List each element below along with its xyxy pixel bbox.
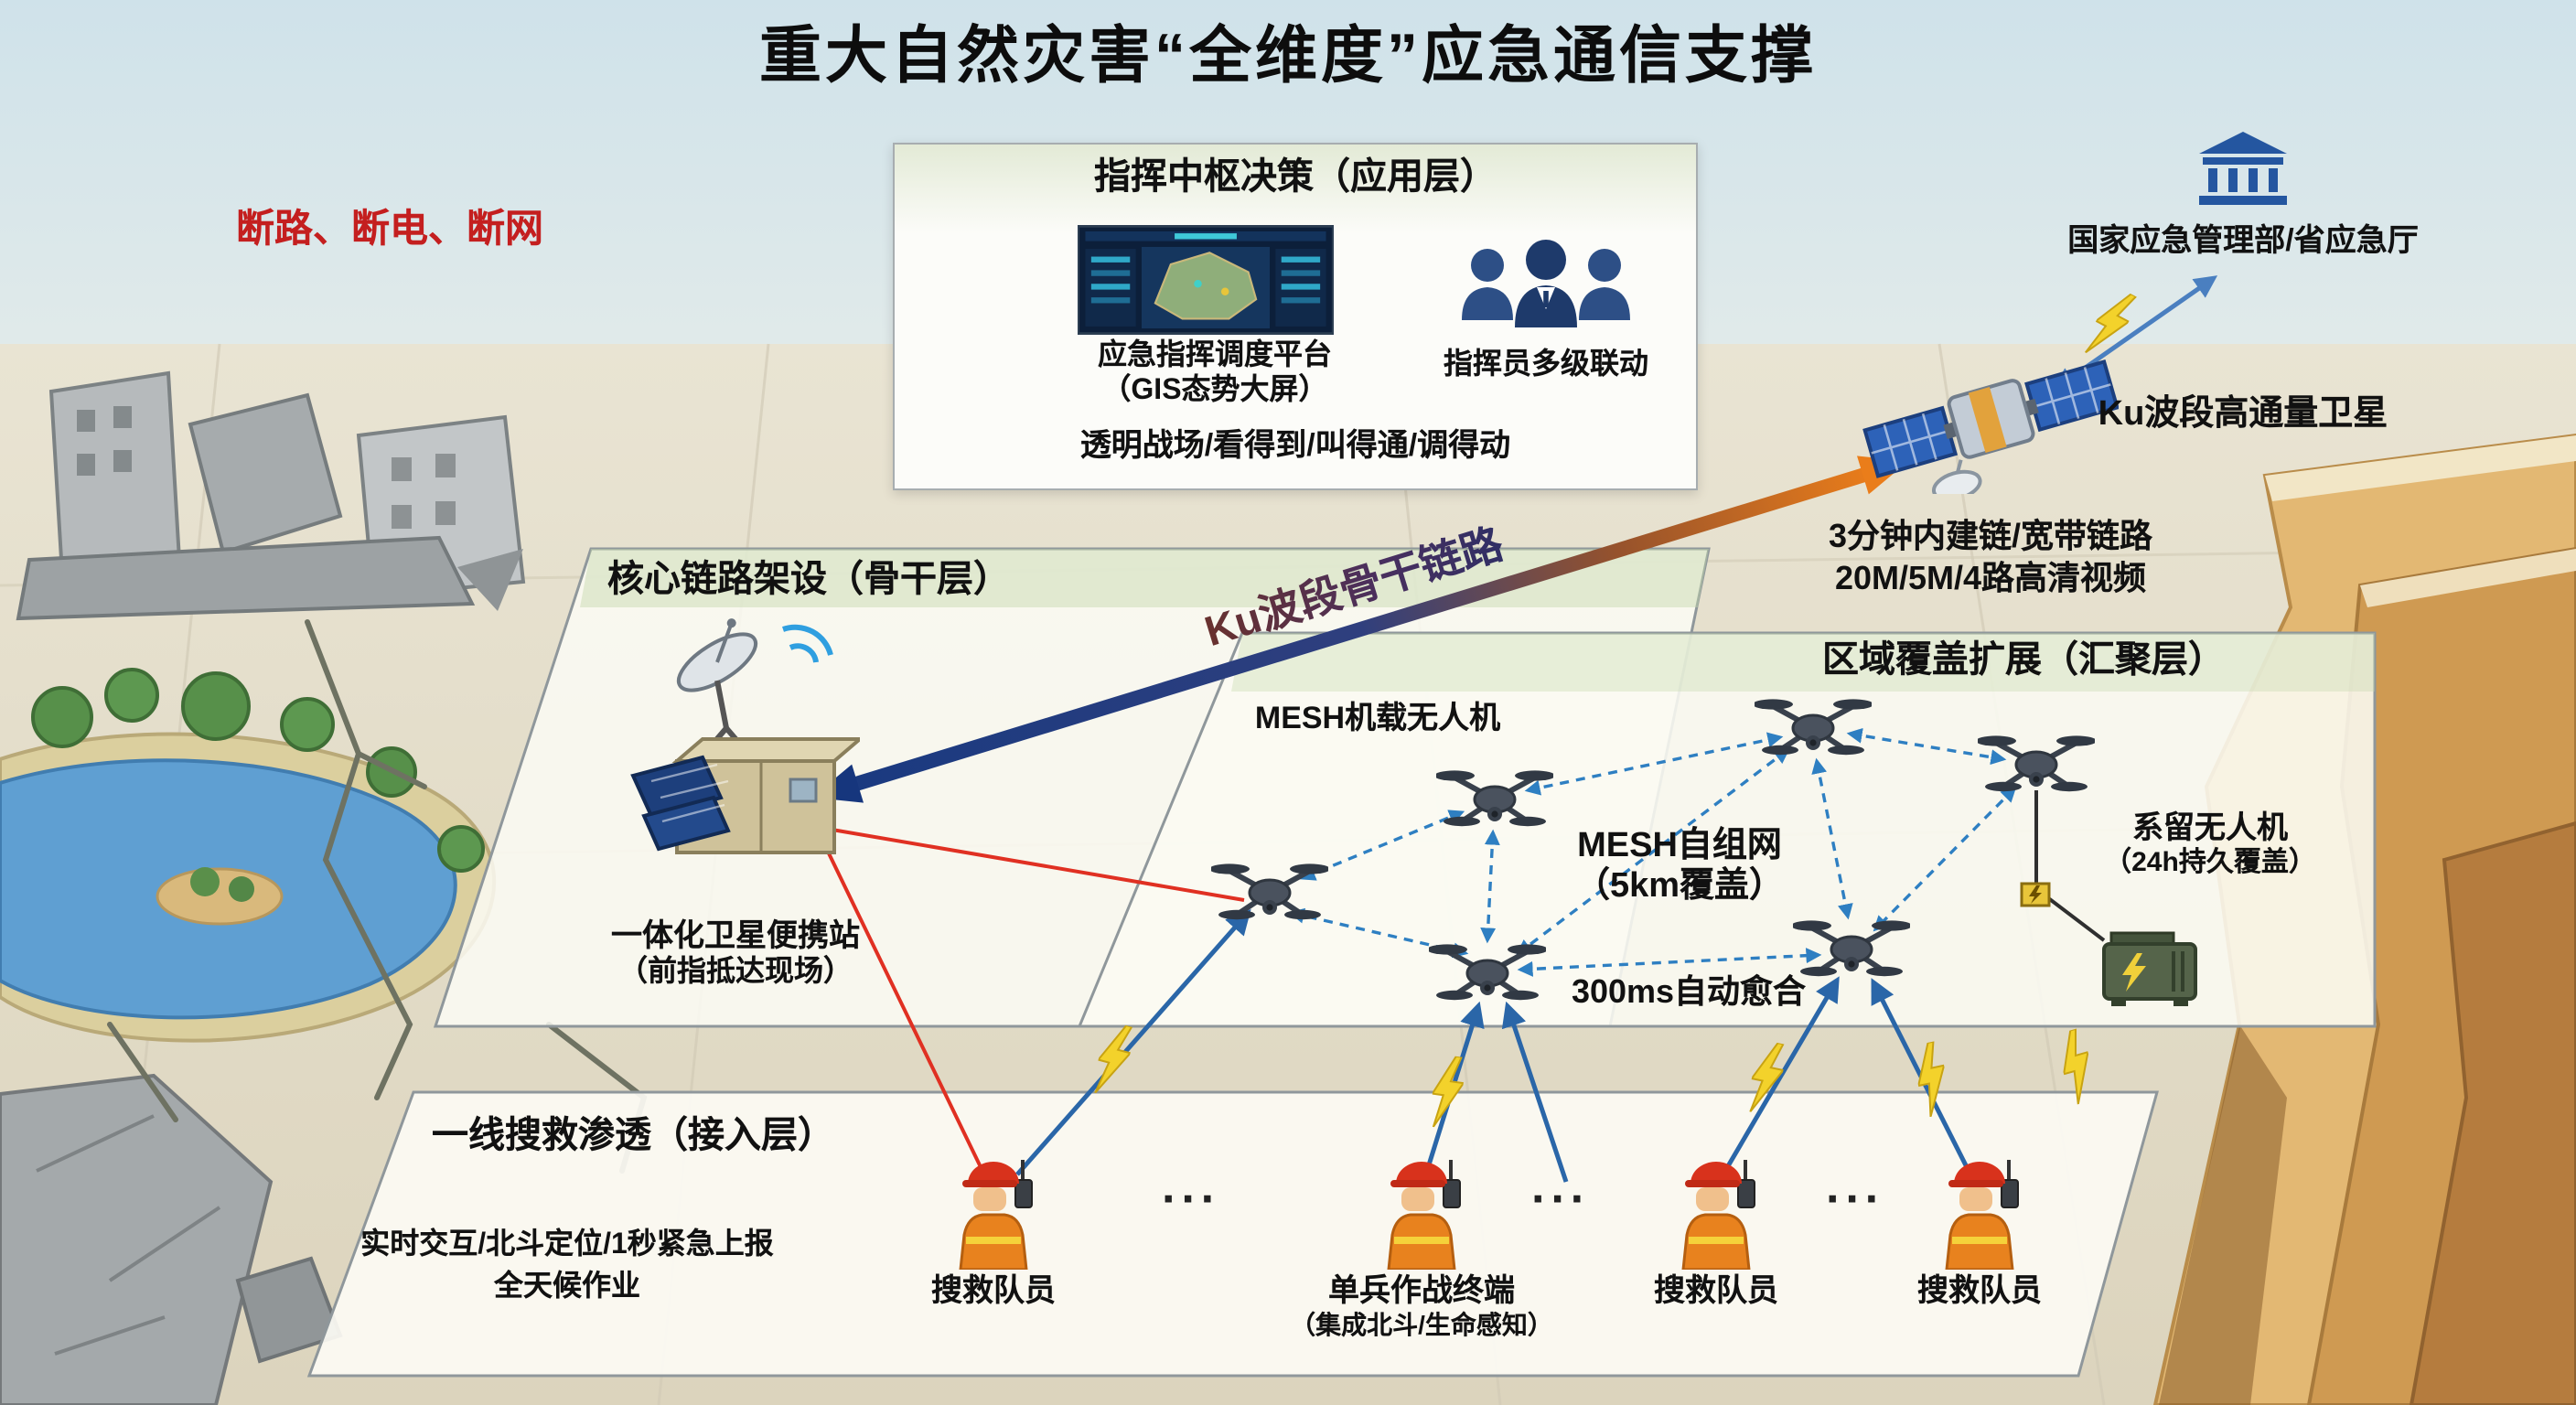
disaster-alert-text: 断路、断电、断网 (236, 209, 543, 251)
portable-satellite-station-icon (622, 607, 865, 882)
rescue-worker-icon (1378, 1153, 1465, 1271)
satellite-link-info-line2: 20M/5M/4路高清视频 (1834, 560, 2147, 596)
aggregation-layer-header-band (1231, 633, 2375, 692)
rescue-worker-icon (1936, 1153, 2023, 1271)
access-info-line2: 全天候作业 (493, 1271, 640, 1303)
generator-icon (2097, 926, 2206, 1010)
workers-ellipsis: ··· (1826, 1171, 1884, 1226)
tethered-drone-label-line2: （24h持久覆盖） (2104, 847, 2316, 878)
mesh-drone-icon (1427, 933, 1548, 1014)
gis-dashboard-screen (1075, 223, 1336, 337)
rescue-worker-icon (950, 1153, 1037, 1271)
worker-sublabel: （集成北斗/生命感知） (1290, 1310, 1553, 1339)
backbone-ku-arrow (811, 456, 1909, 803)
workers-ellipsis: ··· (1162, 1171, 1220, 1226)
command-slogan: 透明战场/看得到/叫得通/调得动 (1079, 428, 1511, 463)
self-healing-label: 300ms自动愈合 (1571, 973, 1807, 1010)
page-title: 重大自然灾害“全维度”应急通信支撑 (759, 22, 1817, 91)
uplink-lightning-bolts (1089, 1021, 2101, 1131)
rock-debris (0, 1073, 343, 1405)
gis-platform-label-line2: （GIS态势大屏） (1101, 375, 1328, 406)
mesh-network-label-line1: MESH自组网 (1577, 827, 1782, 865)
command-center-box: 指挥中枢决策（应用层） 应急指挥调度平台 （GIS态势大屏） (893, 143, 1698, 490)
station-label-line2: （前指抵达现场） (617, 957, 853, 988)
mesh-drone-icon (1434, 759, 1555, 840)
tether-cable (2020, 790, 2106, 942)
worker-label: 单兵作战终端 (1328, 1273, 1515, 1308)
gis-platform-label-line1: 应急指挥调度平台 (1097, 340, 1332, 371)
station-red-links (814, 825, 1245, 1172)
mesh-drone-icon (1753, 688, 1873, 768)
tethered-drone-label-line1: 系留无人机 (2132, 810, 2288, 845)
government-building-icon (2195, 128, 2291, 212)
commanders-label: 指挥员多级联动 (1443, 349, 1648, 381)
workers-ellipsis: ··· (1531, 1171, 1590, 1226)
worker-label: 搜救队员 (931, 1273, 1056, 1308)
headquarters-label: 国家应急管理部/省应急厅 (2067, 223, 2419, 258)
station-label-line1: 一体化卫星便携站 (611, 918, 860, 953)
worker-label: 搜救队员 (1654, 1273, 1778, 1308)
mesh-drone-icon (1791, 909, 1912, 990)
mesh-drone-icon (1209, 853, 1330, 933)
satellite-link-info-line1: 3分钟内建链/宽带链路 (1828, 518, 2152, 554)
ku-satellite-icon (1862, 340, 2120, 502)
mesh-network-links (1288, 727, 2017, 977)
aggregation-layer-title: 区域覆盖扩展（汇聚层） (1822, 640, 2225, 681)
backbone-layer-header-band (580, 549, 1709, 607)
mesh-drone-label: MESH机载无人机 (1254, 701, 1501, 735)
access-layer-panel (306, 1090, 2159, 1378)
ruined-buildings (16, 370, 526, 621)
commanders-icon (1458, 236, 1634, 338)
mesh-network-label-line2: （5km覆盖） (1574, 867, 1785, 906)
rescue-worker-icon (1672, 1153, 1760, 1271)
access-info-line1: 实时交互/北斗定位/1秒紧急上报 (360, 1229, 774, 1260)
access-layer-title: 一线搜救渗透（接入层） (432, 1116, 834, 1156)
worker-label: 搜救队员 (1917, 1273, 2042, 1308)
command-center-title: 指挥中枢决策（应用层） (1094, 157, 1497, 198)
layer-panels (306, 547, 2377, 1378)
lake-and-trees (0, 668, 497, 1043)
satellite-label: Ku波段高通量卫星 (2098, 395, 2388, 434)
backbone-layer-title: 核心链路架设（骨干层） (607, 560, 1010, 600)
tethered-drone-icon (1976, 724, 2097, 805)
